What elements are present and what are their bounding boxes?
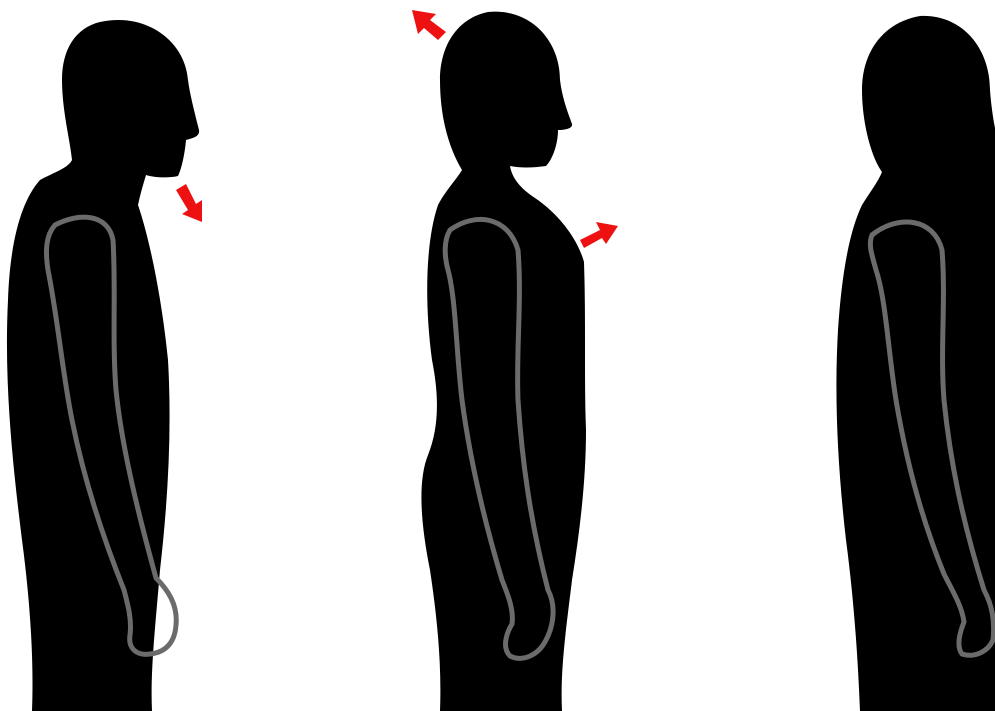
figure-middle [421,12,586,711]
silhouette-middle [421,12,586,711]
